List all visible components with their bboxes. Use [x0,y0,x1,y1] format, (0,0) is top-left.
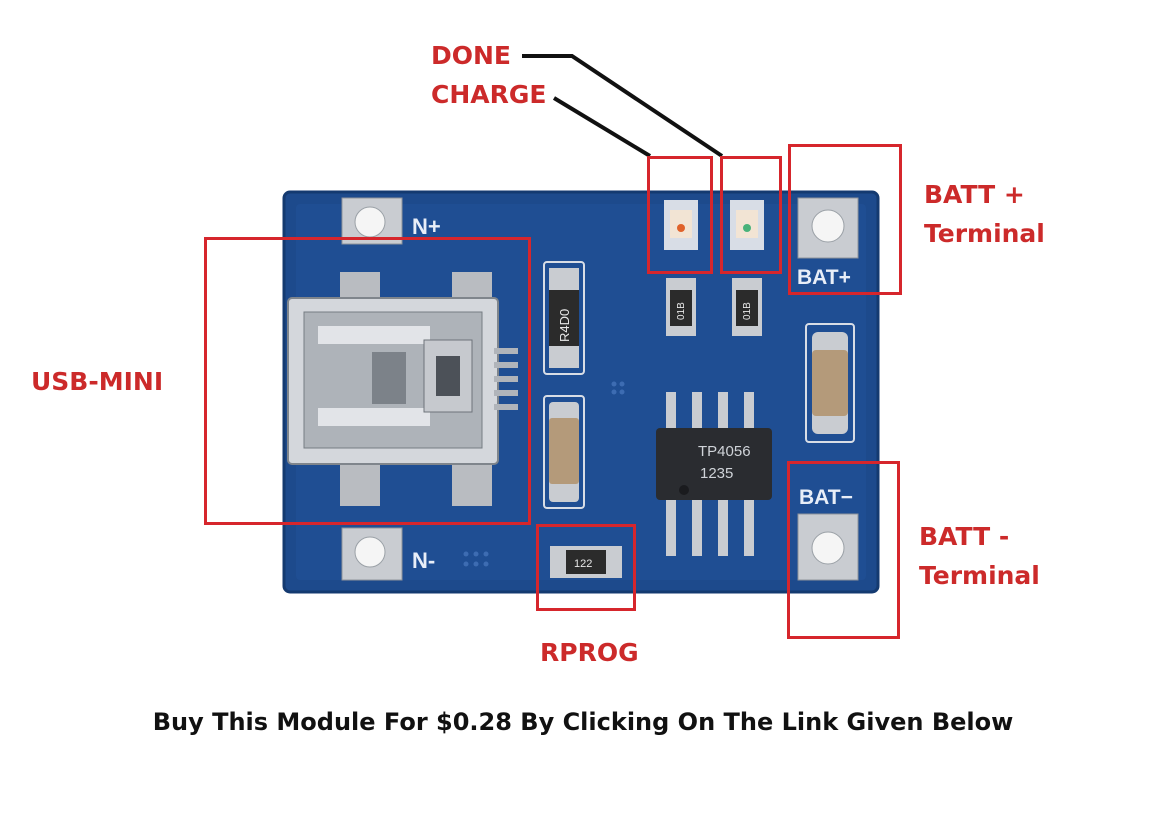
label-batt-plus: BATT + [924,180,1025,209]
leader-line-charge [552,96,652,158]
svg-text:01B: 01B [742,302,753,320]
pad-bat-plus [797,197,859,259]
callout-box-rprog [536,524,636,611]
label-batt-minus-terminal: Terminal [919,561,1040,590]
callout-box-charge-led [720,156,782,274]
pad-n-plus [341,197,403,245]
resistor-led-1: 01B [666,278,696,336]
usb-mini-connector [287,272,518,506]
capacitor-c1 [543,395,585,509]
label-rprog: RPROG [540,638,639,667]
callout-box-batt-plus [788,144,902,295]
callout-box-batt-minus [787,461,900,639]
svg-text:R4D0: R4D0 [557,309,572,342]
svg-text:1235: 1235 [700,465,733,482]
silk-bat-minus: BAT− [799,486,853,509]
silk-n-plus: N+ [412,214,441,239]
caption-buy-link: Buy This Module For $0.28 By Clicking On… [152,708,1014,736]
resistor-rprog: 122 [550,546,622,578]
label-batt-plus-terminal: Terminal [924,219,1045,248]
silk-bat-plus: BAT+ [797,266,851,289]
via-dots [463,381,625,567]
pad-n-minus [341,527,403,581]
led-done [664,200,698,250]
pad-bat-minus [797,513,859,581]
svg-text:TP4056: TP4056 [698,443,751,460]
silk-n-minus: N- [412,548,435,573]
label-charge: CHARGE [431,80,547,109]
callout-box-done-led [647,156,713,274]
leader-line-done [522,54,724,158]
led-charge [730,200,764,250]
label-done: DONE [431,41,512,70]
svg-text:01B: 01B [676,302,687,320]
label-batt-minus: BATT - [919,522,1010,551]
callout-box-usb-mini [204,237,531,525]
svg-text:122: 122 [574,558,592,570]
label-usb-mini: USB-MINI [31,367,164,396]
ic-tp4056: TP4056 1235 [656,392,772,556]
capacitor-c2 [805,323,855,443]
resistor-r1: R4D0 [543,261,585,375]
resistor-led-2: 01B [732,278,762,336]
